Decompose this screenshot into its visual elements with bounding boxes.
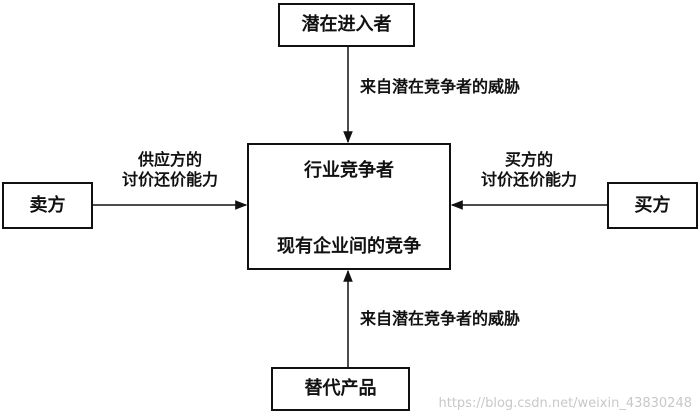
supplier-bargaining-label: 供应方的 讨价还价能力	[96, 150, 244, 190]
sellers-box: 卖方	[2, 182, 93, 229]
sellers-label: 卖方	[29, 194, 66, 216]
entrants-threat-label: 来自潜在竞争者的威胁	[360, 77, 521, 96]
supplier-bargaining-line2: 讨价还价能力	[121, 170, 218, 189]
substitutes-threat-label: 来自潜在竞争者的威胁	[360, 309, 521, 328]
supplier-bargaining-line1: 供应方的	[137, 150, 202, 169]
rivalry-box	[247, 143, 451, 270]
buyer-bargaining-line1: 买方的	[504, 150, 553, 169]
substitutes-box: 替代产品	[271, 367, 410, 411]
source-watermark: https://blog.csdn.net/weixin_43830248	[438, 396, 692, 411]
buyers-label: 买方	[634, 194, 671, 216]
buyers-box: 买方	[607, 182, 698, 229]
potential-entrants-box: 潜在进入者	[278, 3, 415, 47]
rivalry-title: 行业竞争者	[304, 160, 394, 181]
rivalry-subtitle: 现有企业间的竞争	[277, 236, 421, 257]
buyer-bargaining-label: 买方的 讨价还价能力	[454, 150, 604, 190]
substitutes-label: 替代产品	[304, 378, 377, 399]
potential-entrants-label: 潜在进入者	[301, 14, 392, 35]
buyer-bargaining-line2: 讨价还价能力	[480, 170, 577, 189]
